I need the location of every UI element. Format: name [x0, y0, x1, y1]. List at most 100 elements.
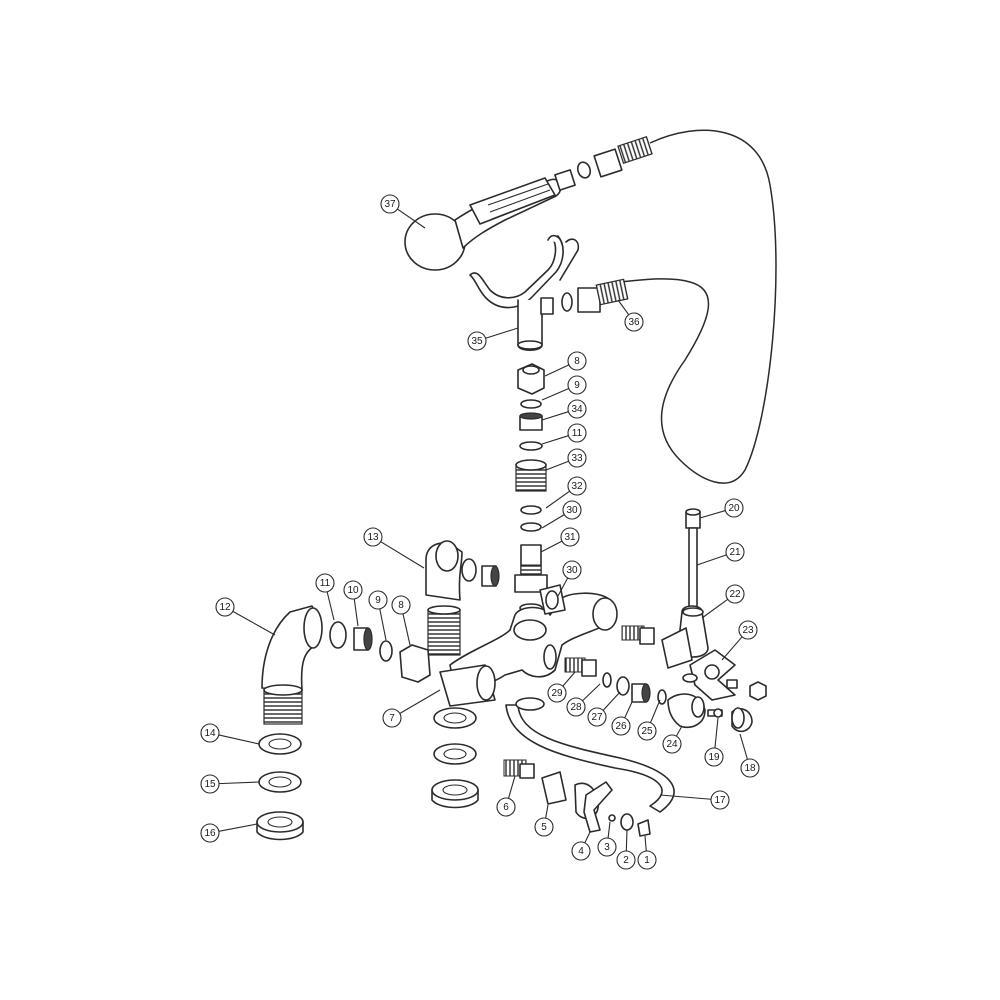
callout-number: 34: [571, 404, 583, 415]
part-callout: 4: [571, 841, 591, 861]
leader-line: [562, 671, 576, 687]
leader-line: [545, 804, 549, 819]
part-callout: 7: [382, 708, 402, 728]
leader-line: [602, 691, 621, 711]
part-callout: 26: [611, 716, 631, 736]
part-callout: 33: [567, 448, 587, 468]
part-callout: 31: [560, 527, 580, 547]
callout-circle: [662, 734, 682, 754]
callout-circle: [368, 590, 388, 610]
leader-line: [218, 781, 260, 785]
callout-number: 19: [708, 752, 720, 763]
mixer-body: [439, 584, 618, 707]
hot-valve-assembly: [564, 657, 753, 733]
part-callout: 22: [725, 584, 745, 604]
callout-number: 9: [574, 380, 580, 391]
callout-number: 20: [728, 503, 740, 514]
left-inlet-parts: [329, 621, 431, 683]
cold-valve-assembly: [503, 759, 651, 837]
leader-line: [699, 510, 726, 519]
leader-line: [402, 613, 411, 646]
diverter-handle-assembly: [621, 508, 767, 701]
callout-circle: [363, 527, 383, 547]
callout-circle: [738, 620, 758, 640]
part-callout: 3: [597, 837, 617, 857]
leader-lines: [218, 208, 748, 852]
callout-circle: [704, 747, 724, 767]
callout-number: 25: [641, 726, 653, 737]
callout-circle: [315, 573, 335, 593]
part-callout: 8: [567, 351, 587, 371]
leader-line: [625, 829, 628, 852]
part-callout: 10: [343, 580, 363, 600]
leader-line: [353, 598, 359, 627]
leader-line: [714, 717, 719, 749]
part-callout: 9: [368, 590, 388, 610]
callout-circle: [567, 351, 587, 371]
shower-handset: [404, 136, 653, 271]
callout-circle: [567, 448, 587, 468]
part-callout: 17: [710, 790, 730, 810]
callout-circle: [200, 774, 220, 794]
part-callout: 18: [740, 758, 760, 778]
callout-circle: [637, 850, 657, 870]
callout-number: 31: [564, 532, 576, 543]
part-callout: 2: [616, 850, 636, 870]
callout-number: 11: [572, 428, 583, 439]
part-callout: 25: [637, 721, 657, 741]
callout-number: 13: [367, 532, 379, 543]
part-callout: 36: [624, 312, 644, 332]
spout-pipe: [505, 697, 675, 813]
callout-number: 26: [615, 721, 627, 732]
leader-line: [507, 775, 516, 799]
callout-number: 3: [604, 842, 610, 853]
leader-line: [485, 327, 519, 339]
leader-line: [380, 541, 425, 569]
leader-line: [399, 689, 441, 714]
leader-line: [545, 460, 569, 471]
leader-line: [218, 734, 260, 745]
callout-circle: [567, 399, 587, 419]
leader-line: [644, 835, 647, 852]
callout-circle: [215, 597, 235, 617]
callout-circle: [380, 194, 400, 214]
leader-line: [541, 411, 569, 421]
base-washers: [256, 707, 479, 841]
callout-circle: [200, 723, 220, 743]
callout-number: 28: [570, 702, 582, 713]
leader-line: [582, 683, 601, 702]
callout-number: 37: [384, 199, 396, 210]
leader-line: [584, 831, 591, 844]
part-callout: 14: [200, 723, 220, 743]
leader-line: [701, 598, 729, 619]
part-callout: 16: [200, 823, 220, 843]
leader-line: [607, 821, 611, 839]
callout-number: 29: [551, 688, 563, 699]
part-callout: 30: [562, 500, 582, 520]
callout-number: 11: [320, 578, 331, 589]
callout-number: 8: [574, 356, 580, 367]
callout-circle: [391, 595, 411, 615]
callout-number: 9: [375, 595, 381, 606]
callout-number: 16: [204, 828, 216, 839]
handset-cradle: [469, 234, 629, 352]
left-elbow: [261, 605, 323, 725]
leader-line: [545, 490, 570, 509]
callout-circle: [496, 797, 516, 817]
callout-circle: [566, 697, 586, 717]
callout-number: 36: [628, 317, 640, 328]
callout-number: 23: [742, 625, 754, 636]
leader-line: [696, 554, 727, 566]
part-callout: 28: [566, 697, 586, 717]
callout-circle: [571, 841, 591, 861]
part-callout: 20: [724, 498, 744, 518]
callout-number: 18: [744, 763, 756, 774]
leader-line: [232, 610, 276, 636]
part-callout: 11: [567, 423, 587, 443]
part-callout: 8: [391, 595, 411, 615]
part-callout: 34: [567, 399, 587, 419]
part-callout: 37: [380, 194, 400, 214]
callout-circle: [467, 331, 487, 351]
leader-line: [541, 435, 569, 445]
